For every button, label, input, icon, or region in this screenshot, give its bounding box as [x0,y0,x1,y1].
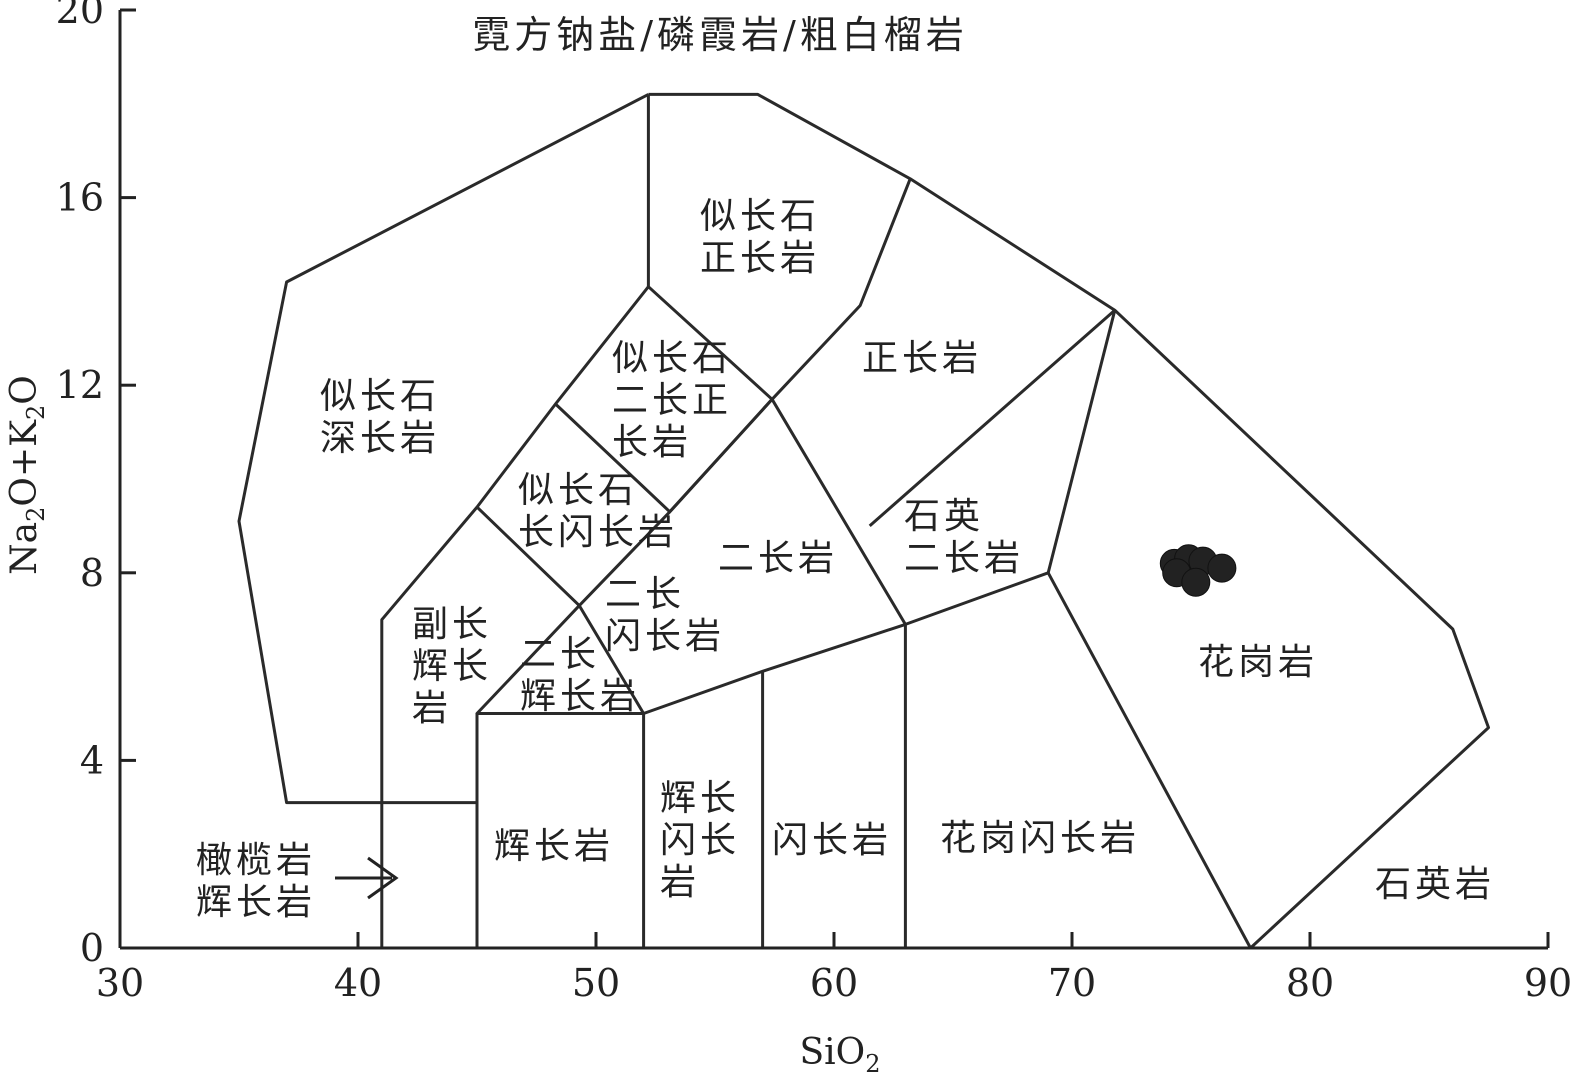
field-label-14-line-0: 花岗闪长岩 [940,818,1140,859]
sample-point-5 [1207,553,1237,583]
field-label-0-line-0: 似长石 [320,376,440,417]
x-axis-title: SiO2 [800,1032,881,1078]
y-title-na: Na [4,522,45,575]
field-label-14: 花岗闪长岩 [940,818,1140,859]
field-boundary-1 [237,93,650,805]
y-axis-title: Na2O+K2O [4,375,50,575]
field-label-6-line-0: 石英 [904,496,984,537]
field-label-9-line-1: 辉长岩 [520,676,640,717]
olivine-gabbro-arrow [335,856,399,900]
y-title-sub2: 2 [22,405,50,420]
x-tick-label-80: 80 [1286,961,1334,1005]
field-label-15: 石英岩 [1375,864,1495,905]
field-label-6-line-1: 二长岩 [904,538,1024,579]
field-boundary-11 [1046,572,1252,949]
x-tick-label-70: 70 [1048,961,1096,1005]
field-label-11: 辉长岩 [494,826,614,867]
y-tick-label-0: 0 [80,926,104,970]
field-label-8-line-1: 闪长岩 [605,616,725,657]
field-label-4-line-0: 似长石 [518,470,638,511]
x-tick-label-30: 30 [96,961,144,1005]
x-tick-label-60: 60 [810,961,858,1005]
field-label-8: 二长闪长岩 [605,574,725,657]
field-boundary-7 [770,398,907,948]
field-label-8-line-0: 二长 [605,574,685,615]
field-label-4-line-1: 长闪长岩 [518,512,678,553]
top-field-label: 霓方钠盐/磷霞岩/粗白榴岩 [472,13,968,57]
y-tick-label-16: 16 [56,176,104,220]
field-label-2: 似长石二长正长岩 [612,338,732,463]
y-title-o: O [4,375,45,405]
field-label-15-line-0: 石英岩 [1375,864,1495,905]
field-label-5-line-0: 二长岩 [718,538,838,579]
field-label-13: 闪长岩 [772,820,892,861]
x-axis-title-main: SiO [800,1032,866,1073]
y-tick-label-4: 4 [80,738,104,782]
sample-points [1159,544,1237,597]
x-axis-title-sub: 2 [865,1050,880,1078]
field-label-0-line-1: 深长岩 [320,418,440,459]
arrow-head [367,856,399,900]
field-label-3: 正长岩 [862,338,982,379]
field-label-7-line-1: 辉长 [412,646,492,687]
y-title-sub1: 2 [22,507,50,522]
x-tick-label-40: 40 [334,961,382,1005]
axis-ticks: 30 40 50 60 70 80 90 0 4 8 12 16 20 [56,0,1573,1005]
field-label-4: 似长石长闪长岩 [518,470,678,553]
y-tick-label-20: 20 [56,0,104,32]
field-label-10-line-0: 花岗岩 [1198,642,1318,683]
field-label-1-line-0: 似长石 [700,196,820,237]
field-label-2-line-1: 二长正 [612,380,732,421]
field-label-3-line-0: 正长岩 [862,338,982,379]
field-label-9-line-0: 二长 [520,634,600,675]
field-boundary-6 [475,506,646,948]
field-label-7-line-0: 副长 [412,604,492,645]
y-title-ok: O+K [4,419,45,507]
axes [118,10,1548,950]
field-boundary-8 [868,309,1116,528]
field-label-0: 似长石深长岩 [320,376,440,459]
field-label-7: 副长辉长岩 [412,604,492,729]
field-label-12-line-0: 辉长 [660,778,740,819]
field-label-1-line-1: 正长岩 [700,238,820,279]
field-labels: 似长石深长岩似长石正长岩似长石二长正长岩正长岩似长石长闪长岩二长岩石英二长岩副长… [196,196,1495,923]
field-label-9: 二长辉长岩 [520,634,640,717]
field-label-12-line-2: 岩 [660,862,700,903]
field-label-5: 二长岩 [718,538,838,579]
field-label-10: 花岗岩 [1198,642,1318,683]
x-tick-label-50: 50 [572,961,620,1005]
field-label-2-line-0: 似长石 [612,338,732,379]
y-tick-label-12: 12 [56,363,104,407]
sample-point-4 [1181,567,1211,597]
field-label-6: 石英二长岩 [904,496,1024,579]
field-label-13-line-0: 闪长岩 [772,820,892,861]
field-label-12: 辉长闪长岩 [660,778,740,903]
y-tick-label-8: 8 [80,551,104,595]
field-boundaries [237,92,1490,950]
field-label-12-line-1: 闪长 [660,820,740,861]
field-label-7-line-2: 岩 [412,688,452,729]
field-label-16-line-1: 辉长岩 [196,882,316,923]
field-label-2-line-2: 长岩 [612,422,692,463]
field-label-16: 橄榄岩辉长岩 [196,840,316,923]
field-label-1: 似长石正长岩 [700,196,820,279]
x-tick-label-90: 90 [1524,961,1572,1005]
field-label-16-line-0: 橄榄岩 [196,840,316,881]
field-label-11-line-0: 辉长岩 [494,826,614,867]
